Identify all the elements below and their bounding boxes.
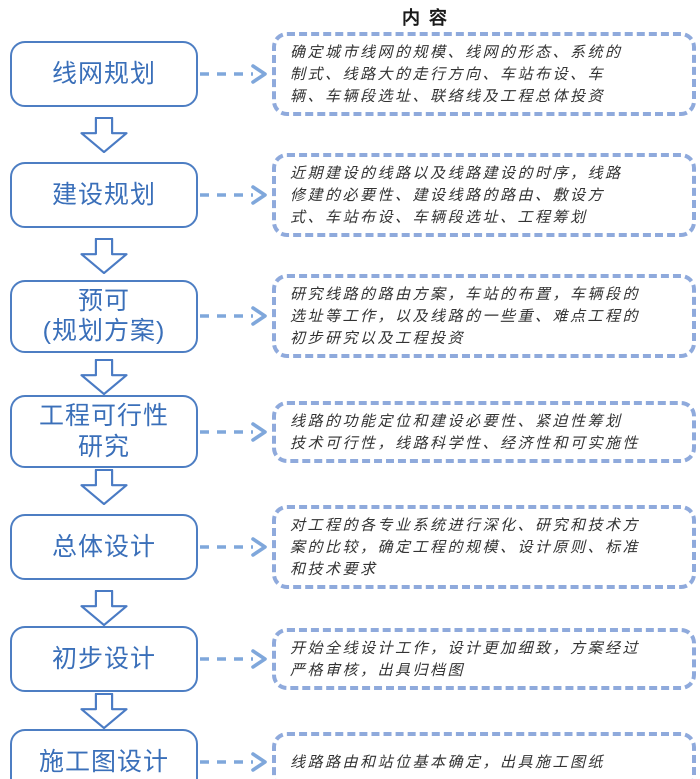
- stage-box-construction-planning: 建设规划: [10, 162, 198, 228]
- down-arrow-icon: [0, 468, 208, 505]
- desc-box: 近期建设的线路以及线路建设的时序，线路 修建的必要性、建设线路的路由、敷设方 式…: [272, 153, 696, 237]
- flow-row: 初步设计 开始全线设计工作，设计更加细致，方案经过 严格审核，出具归档图: [0, 626, 700, 692]
- flow-row: 建设规划 近期建设的线路以及线路建设的时序，线路 修建的必要性、建设线路的路由、…: [0, 153, 700, 237]
- stage-box-network-planning: 线网规划: [10, 41, 198, 107]
- desc-text: 对工程的各专业系统进行深化、研究和技术方 案的比较，确定工程的规模、设计原则、标…: [290, 516, 641, 578]
- stage-box-prefeasibility: 预可 (规划方案): [10, 279, 198, 353]
- desc-box: 研究线路的路由方案，车站的布置，车辆段的 选址等工作，以及线路的一些重、难点工程…: [272, 274, 696, 358]
- desc-box: 确定城市线网的规模、线网的形态、系统的 制式、线路大的走行方向、车站布设、车 辆…: [272, 32, 696, 116]
- desc-text: 研究线路的路由方案，车站的布置，车辆段的 选址等工作，以及线路的一些重、难点工程…: [290, 285, 641, 347]
- dashed-right-arrow-icon: [198, 420, 272, 444]
- down-arrow-icon: [0, 358, 208, 395]
- down-arrow-icon: [0, 589, 208, 626]
- stage-label: 初步设计: [51, 644, 156, 673]
- desc-text: 近期建设的线路以及线路建设的时序，线路 修建的必要性、建设线路的路由、敷设方 式…: [290, 164, 623, 226]
- dashed-right-arrow-icon: [198, 304, 272, 328]
- down-arrow-icon: [0, 116, 208, 153]
- stage-box-construction-drawing-design: 施工图设计: [10, 729, 198, 779]
- flow-row: 线网规划 确定城市线网的规模、线网的形态、系统的 制式、线路大的走行方向、车站布…: [0, 32, 700, 116]
- desc-box: 对工程的各专业系统进行深化、研究和技术方 案的比较，确定工程的规模、设计原则、标…: [272, 505, 696, 589]
- desc-text: 确定城市线网的规模、线网的形态、系统的 制式、线路大的走行方向、车站布设、车 辆…: [290, 43, 623, 105]
- flow-row: 施工图设计 线路路由和站位基本确定，出具施工图纸: [0, 729, 700, 779]
- dashed-right-arrow-icon: [198, 647, 272, 671]
- desc-text: 开始全线设计工作，设计更加细致，方案经过 严格审核，出具归档图: [290, 639, 641, 679]
- stage-label: 预可 (规划方案): [42, 286, 166, 346]
- dashed-right-arrow-icon: [198, 535, 272, 559]
- dashed-right-arrow-icon: [198, 62, 272, 86]
- dashed-right-arrow-icon: [198, 183, 272, 207]
- stage-label: 工程可行性 研究: [38, 402, 169, 461]
- stage-box-preliminary-design: 初步设计: [10, 626, 198, 692]
- stage-label: 总体设计: [51, 532, 156, 561]
- flow-row: 预可 (规划方案) 研究线路的路由方案，车站的布置，车辆段的 选址等工作，以及线…: [0, 274, 700, 358]
- stage-label: 施工图设计: [38, 747, 169, 776]
- page-title: 内容: [402, 8, 456, 29]
- stage-label: 线网规划: [51, 59, 156, 88]
- desc-text: 线路的功能定位和建设必要性、紧迫性筹划 技术可行性，线路科学性、经济性和可实施性: [290, 411, 641, 452]
- stage-box-engineering-feasibility: 工程可行性 研究: [10, 395, 198, 468]
- stage-box-overall-design: 总体设计: [10, 514, 198, 580]
- flow-row: 总体设计 对工程的各专业系统进行深化、研究和技术方 案的比较，确定工程的规模、设…: [0, 505, 700, 589]
- desc-box: 线路的功能定位和建设必要性、紧迫性筹划 技术可行性，线路科学性、经济性和可实施性: [272, 400, 696, 463]
- desc-text: 线路路由和站位基本确定，出具施工图纸: [290, 753, 606, 771]
- down-arrow-icon: [0, 237, 208, 274]
- flow-row: 工程可行性 研究 线路的功能定位和建设必要性、紧迫性筹划 技术可行性，线路科学性…: [0, 395, 700, 468]
- down-arrow-icon: [0, 692, 208, 729]
- desc-box: 开始全线设计工作，设计更加细致，方案经过 严格审核，出具归档图: [272, 628, 696, 690]
- stage-label: 建设规划: [51, 180, 156, 209]
- desc-box: 线路路由和站位基本确定，出具施工图纸: [272, 732, 696, 779]
- dashed-right-arrow-icon: [198, 750, 272, 774]
- flow-column: 线网规划 确定城市线网的规模、线网的形态、系统的 制式、线路大的走行方向、车站布…: [0, 32, 700, 779]
